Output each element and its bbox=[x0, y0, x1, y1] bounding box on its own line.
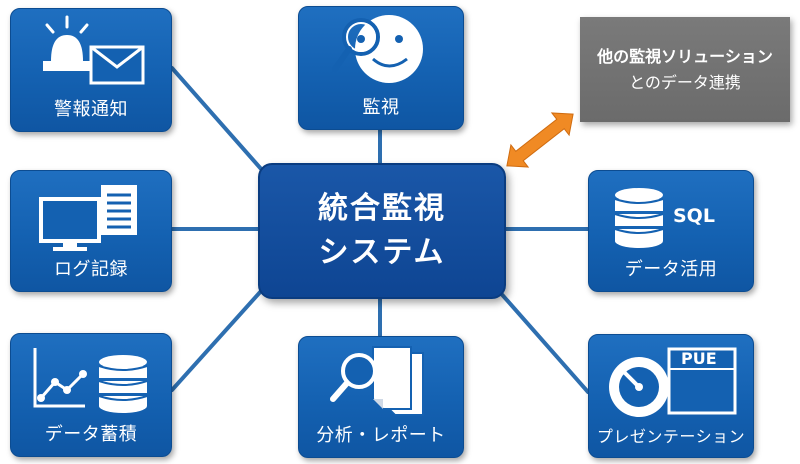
gauge-pue-icon bbox=[609, 347, 737, 417]
presentation-node[interactable]: PUE プレゼンテーション bbox=[588, 334, 754, 458]
alert-node[interactable]: 警報通知 bbox=[10, 8, 172, 132]
sql-badge: SQL bbox=[673, 205, 715, 227]
log-node[interactable]: ログ記録 bbox=[10, 170, 172, 292]
data-store-node[interactable]: データ蓄積 bbox=[10, 333, 172, 457]
monitor-label: 監視 bbox=[362, 97, 400, 118]
log-label: ログ記録 bbox=[54, 259, 128, 280]
integrated-monitoring-system[interactable]: 統合監視 システム bbox=[258, 163, 506, 299]
data-store-label: データ蓄積 bbox=[44, 424, 138, 445]
analysis-node[interactable]: 分析・レポート bbox=[298, 336, 464, 458]
monitor-node[interactable]: 監視 bbox=[298, 6, 464, 130]
report-magnifier-icon bbox=[330, 346, 424, 416]
connector-data-store bbox=[170, 288, 264, 392]
data-use-node[interactable]: SQL データ活用 bbox=[588, 170, 754, 292]
data-link-arrow bbox=[506, 112, 574, 168]
data-use-label: データ活用 bbox=[624, 259, 718, 280]
presentation-label: プレゼンテーション bbox=[596, 427, 746, 446]
other-solutions-box: 他の監視ソリューション とのデータ連携 bbox=[580, 17, 790, 122]
other-solutions-subtitle: とのデータ連携 bbox=[629, 72, 741, 92]
database-sql-icon bbox=[614, 188, 664, 248]
magnifier-face-icon bbox=[332, 15, 423, 83]
connector-alert bbox=[170, 66, 264, 172]
other-solutions-title: 他の監視ソリューション bbox=[597, 46, 773, 66]
connector-presentation bbox=[496, 288, 590, 394]
center-title-line2: システム bbox=[318, 235, 446, 270]
center-title-line1: 統合監視 bbox=[318, 191, 446, 226]
pue-badge: PUE bbox=[681, 349, 717, 368]
chart-database-icon bbox=[33, 348, 148, 413]
computer-document-icon bbox=[39, 185, 137, 251]
alert-label: 警報通知 bbox=[54, 99, 128, 120]
analysis-label: 分析・レポート bbox=[316, 425, 446, 446]
siren-mail-icon bbox=[43, 15, 145, 85]
